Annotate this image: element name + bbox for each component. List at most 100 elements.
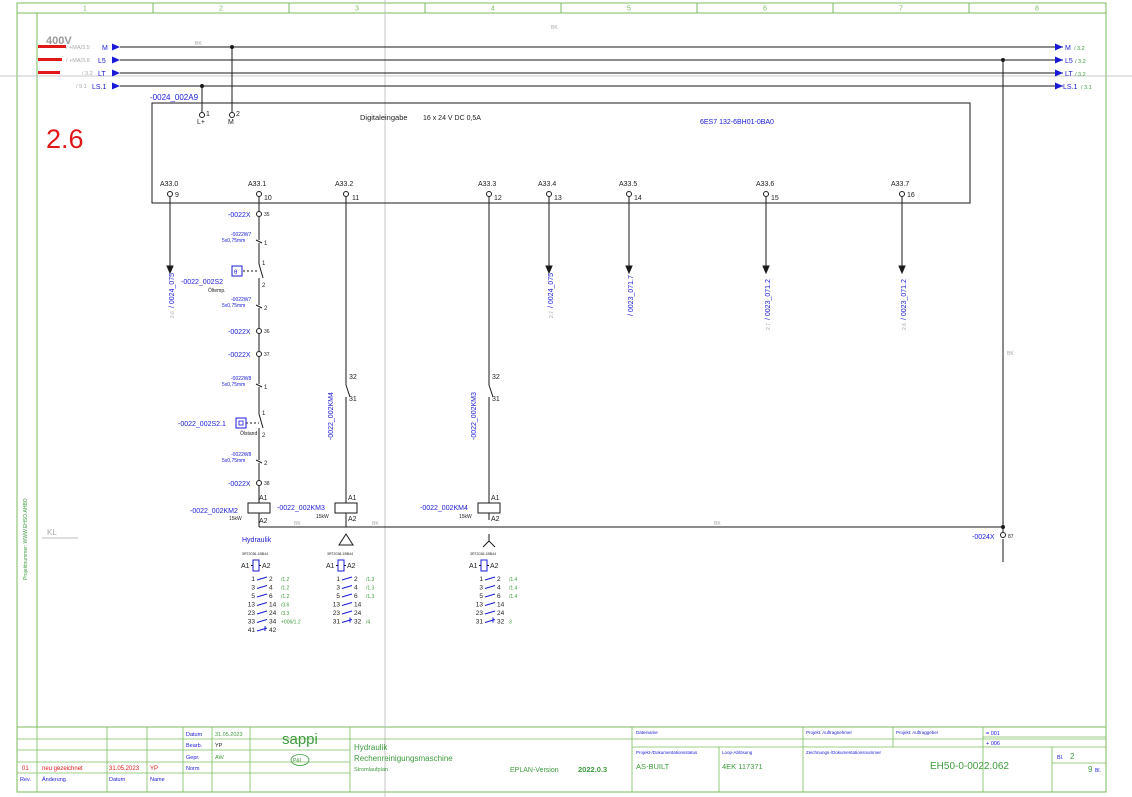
contact-number: 1	[262, 261, 266, 267]
xref-contact-to: 14	[354, 602, 362, 609]
plc-input-module: -0024_002A9 Digitaleingabe 16 x 24 V DC …	[150, 93, 971, 204]
input-terminals: A33.0 9 A33.1 10 A33.2 11 A33.3 12 A33.4…	[160, 181, 915, 202]
coil-terminal: A1	[348, 495, 357, 502]
input-address: A33.1	[248, 181, 266, 188]
xref-contact-ref: /3.3	[281, 611, 290, 617]
xref-part-number: 3RT2036-1BB44	[470, 552, 496, 556]
input-pin: 9	[175, 192, 179, 199]
return-wire	[259, 526, 1004, 562]
doc-type: Stromlaufplan	[354, 767, 388, 773]
bus-src-ref: / 9.1	[76, 84, 87, 90]
coil-km2	[247, 502, 271, 514]
column-numbers: 1 2 3 4 5 6 7 8	[83, 6, 1039, 13]
input-terminal	[546, 191, 552, 197]
terminal-l-plus	[199, 112, 205, 118]
pi-logo-text: P&I	[293, 758, 301, 764]
bus-label: M	[102, 45, 108, 52]
coil-terminal: A1	[491, 495, 500, 502]
xref-contact-to: 14	[269, 602, 277, 609]
xref-contact-to: 42	[269, 627, 277, 634]
xref-contact-from: 13	[476, 602, 484, 609]
contactor-tag: -0022_002KM2	[190, 508, 238, 515]
interlock-contact-tag: -0022_002KM4	[328, 392, 335, 440]
input-terminal	[167, 191, 173, 197]
wire-number: 1	[264, 385, 268, 391]
bus-label: LS.1	[92, 84, 107, 91]
supply-pin-number: 2	[236, 111, 240, 118]
xref-coil-a2: A2	[490, 563, 499, 570]
cable-spec: 5x0,75mm	[222, 303, 245, 309]
xref-contact-ref: /1.4	[509, 577, 518, 583]
terminal-strip-tag: -0022X	[228, 352, 251, 359]
lbl-datum: Datum	[186, 732, 203, 738]
doc-title-1: Hydraulik	[354, 743, 388, 752]
eplan-label: EPLAN-Version	[510, 767, 559, 774]
doc-title-2: Rechenreinigungsmaschine	[354, 754, 453, 763]
signal-arrows	[166, 197, 906, 275]
val-bearb: YP	[215, 743, 223, 749]
markup-dash	[38, 71, 60, 74]
bus-lines	[120, 46, 1063, 87]
lbl-contractor: Projekt: Auftragnehmer	[806, 730, 853, 735]
bus-label: LT	[98, 71, 106, 78]
input-pin: 12	[494, 195, 502, 202]
lbl-sheet: Bl.	[1057, 755, 1064, 761]
coil-terminal: A2	[348, 516, 357, 523]
arrow-target: / 0023_071.7	[628, 275, 635, 316]
xref-no-contact-icon	[256, 602, 268, 606]
contact-number: 32	[492, 374, 500, 381]
bus-left-labels: / +MA/3.5 M / +MA/3.8 L5 / 3.2 LT / 9.1 …	[66, 45, 108, 91]
star-symbol-icon	[482, 534, 496, 548]
xref-contact-from: 23	[333, 610, 341, 617]
xref-contact-ref: /4	[366, 620, 370, 626]
xref-part-number: 3RT2036-1BB44	[242, 552, 268, 556]
supply-pin-label: M	[228, 119, 234, 126]
xref-contact-ref: +006/1.2	[281, 620, 301, 626]
input-address: A33.4	[538, 181, 556, 188]
switch-desc: Öltemp.	[208, 287, 226, 294]
sheet-count: 9	[1088, 765, 1093, 774]
wire-color-labels: BK BK BK BK BK BK	[195, 25, 1014, 527]
val-gepr: AW	[215, 755, 224, 761]
xref-contact-from: 1	[479, 576, 483, 583]
xref-no-contact-icon	[341, 576, 353, 581]
input-address: A33.6	[756, 181, 774, 188]
junction-dots	[200, 45, 1005, 529]
module-spec: 16 x 24 V DC 0,5A	[423, 115, 481, 122]
bus-dest-ref: / 3.2	[1074, 46, 1085, 52]
contactor-tag: -0022_002KM3	[277, 505, 325, 512]
xref-coil-a2: A2	[262, 563, 271, 570]
input-pin: 15	[771, 195, 779, 202]
contactor-desc: Hydraulik	[242, 537, 272, 544]
xref-contact-ref: /1.2	[281, 586, 290, 592]
contact-number: 31	[492, 396, 500, 403]
interlock-contact-tag: -0022_002KM3	[471, 392, 478, 440]
company-logo: sappi	[282, 731, 318, 748]
wire-number: 1	[264, 241, 268, 247]
coil-terminal: A1	[259, 495, 268, 502]
xref-contact-to: 6	[354, 593, 358, 600]
xref-no-contact-icon	[256, 610, 268, 615]
module-title: Digitaleingabe	[360, 113, 408, 122]
rev-change: neu gezeichnet	[42, 766, 83, 772]
xref-no-contact-icon	[256, 576, 268, 581]
supply-pin-label: L+	[197, 119, 205, 126]
wire-number: 2	[264, 306, 268, 312]
column-number: 2	[219, 6, 223, 13]
arrow-target: / 0024_075	[548, 273, 555, 308]
loop: 4EK 117371	[722, 762, 763, 771]
xref-contact-to: 32	[354, 619, 362, 626]
sheet-count-label: Bl.	[1095, 768, 1101, 774]
wire-color: BK	[714, 521, 721, 527]
cable-tag: -0022W7	[231, 297, 252, 303]
input-address: A33.2	[335, 181, 353, 188]
xref-contact-from: 1	[251, 576, 255, 583]
xref-contact-from: 31	[333, 619, 341, 626]
delta-symbol-icon	[338, 533, 354, 546]
xref-no-contact-icon	[341, 602, 353, 606]
col-rev: Rev.	[20, 777, 31, 783]
xref-no-contact-icon	[484, 610, 496, 615]
xref-coil-a1: A1	[241, 563, 250, 570]
terminal-number: 35	[264, 212, 270, 218]
